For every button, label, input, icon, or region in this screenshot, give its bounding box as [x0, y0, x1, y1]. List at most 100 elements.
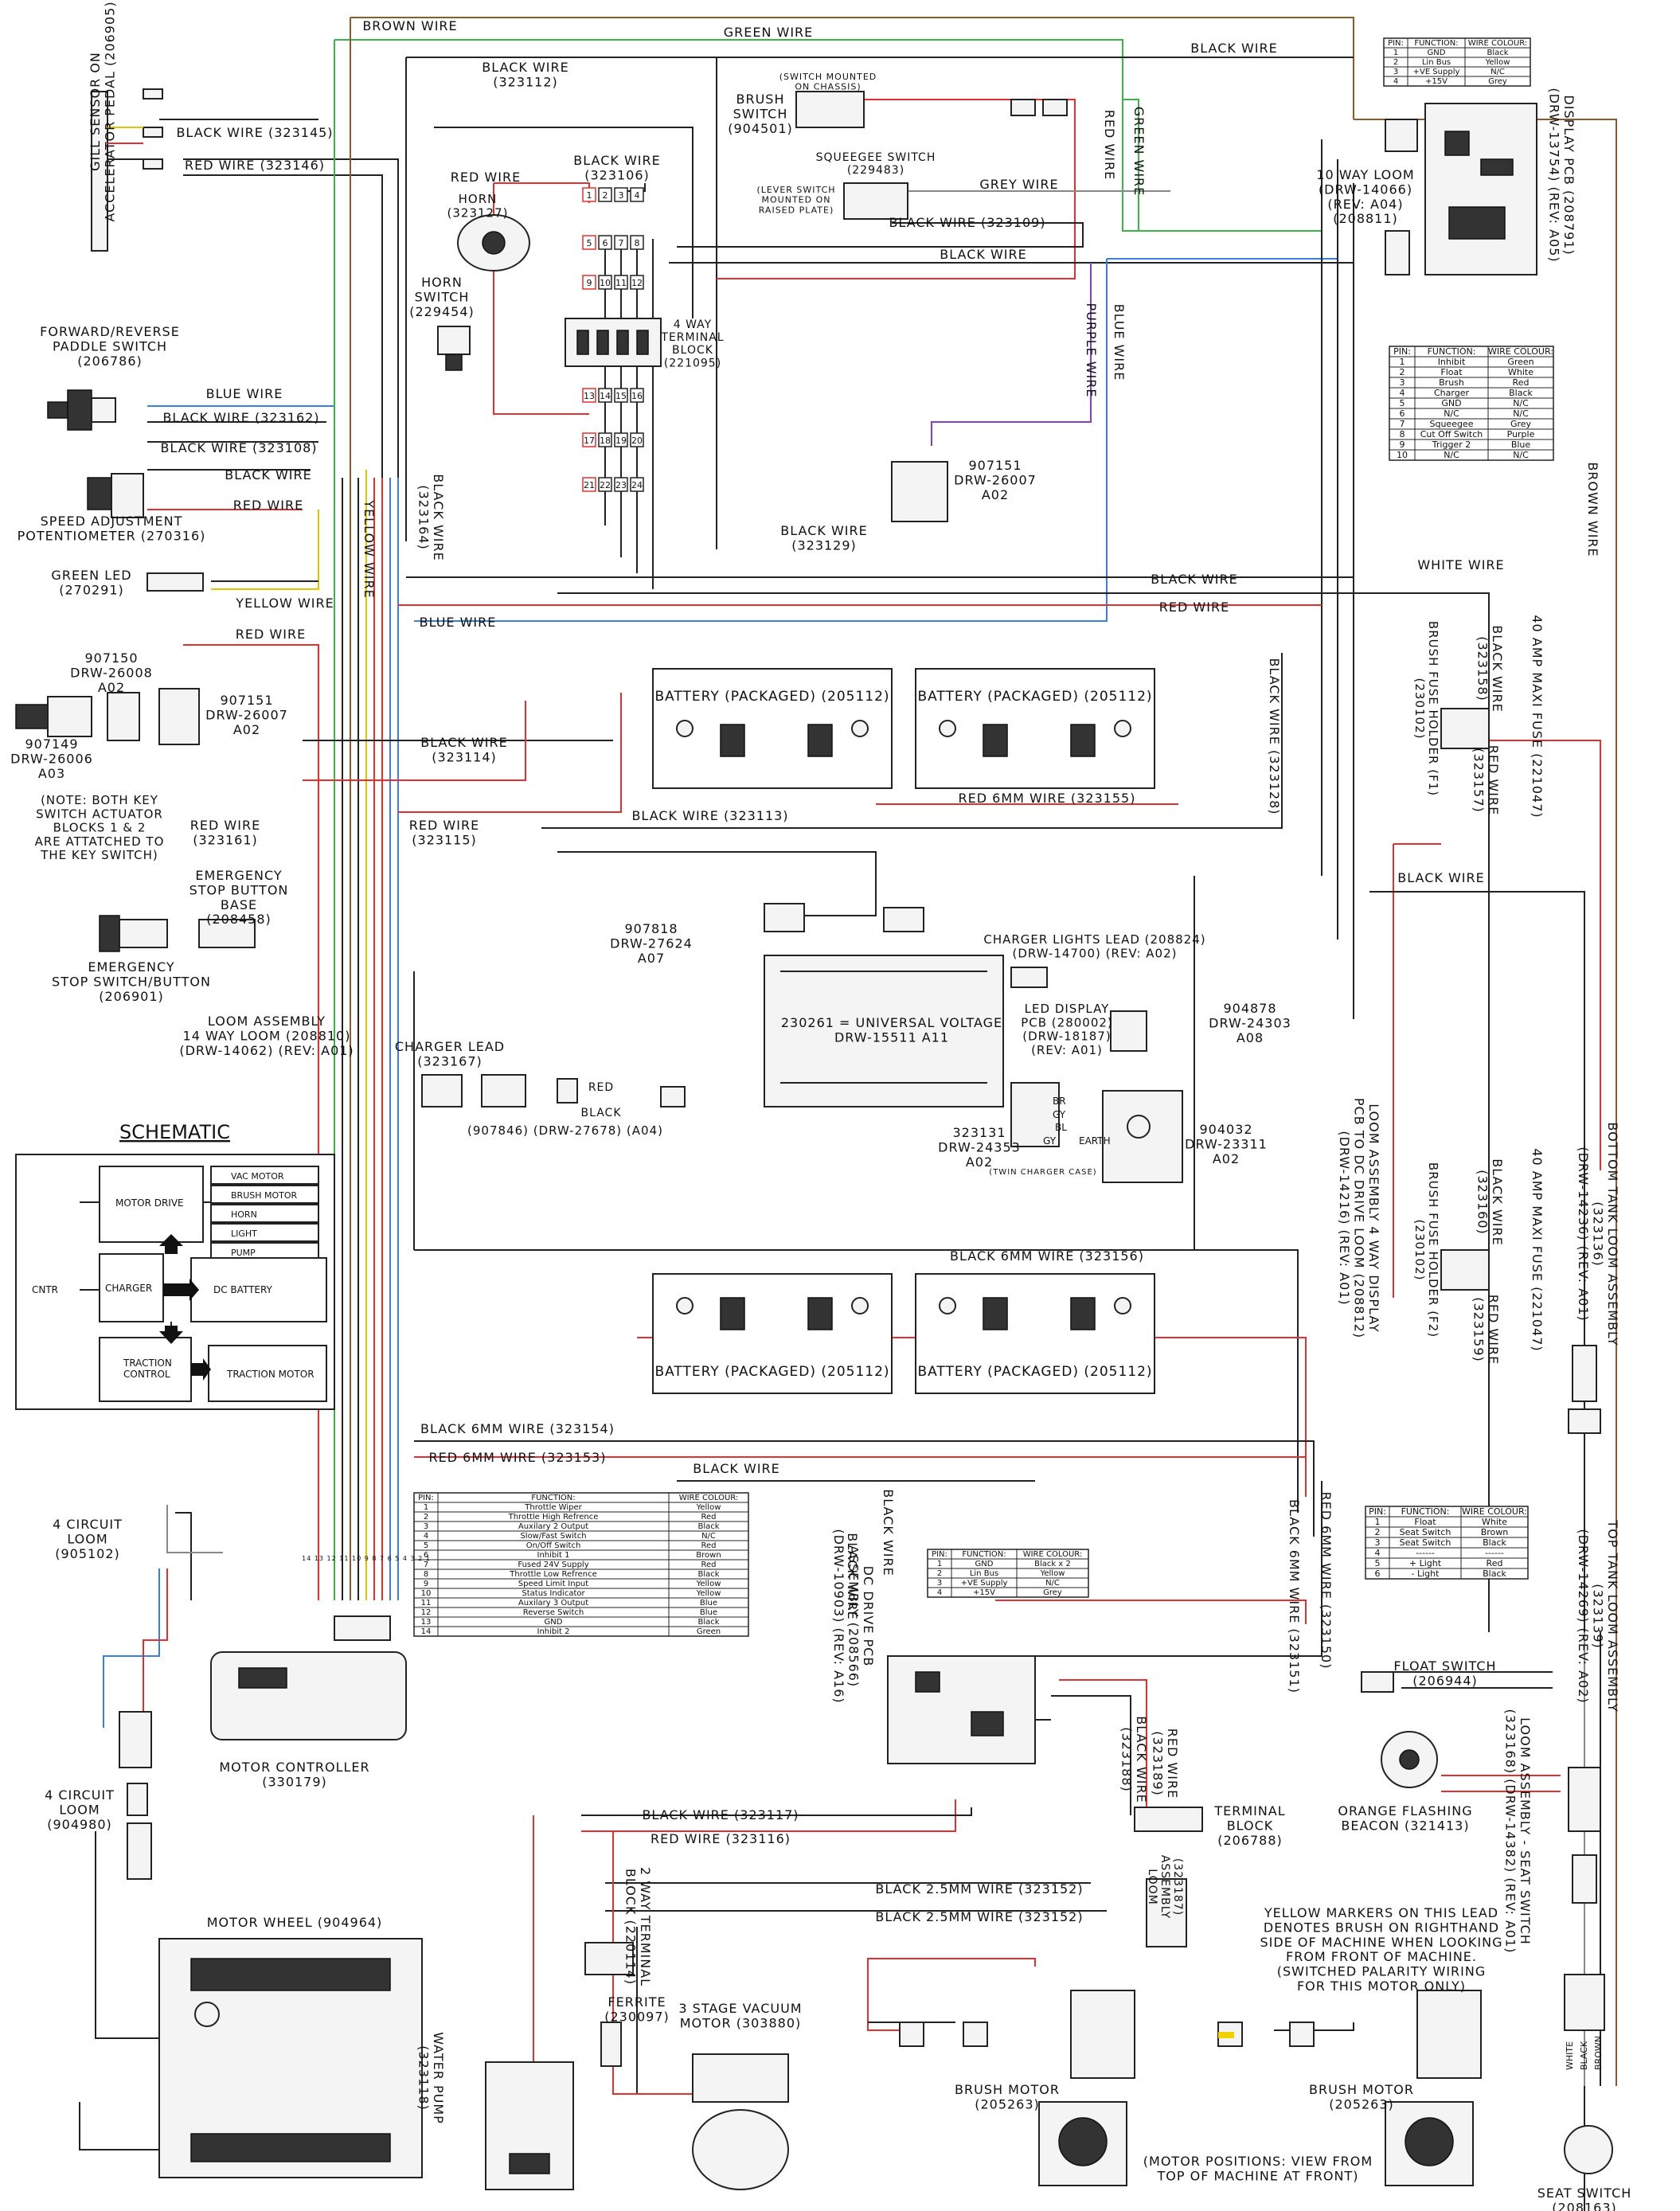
table-cell: Black — [697, 1570, 719, 1579]
wire-label-red-323159: RED WIRE(323159) — [1471, 1295, 1501, 1365]
seat-wire-color: BLACK — [1579, 2041, 1589, 2070]
table-cell: +15V — [1425, 77, 1448, 86]
motor-controller-icon — [210, 1615, 407, 1740]
wire-label-black-25mm-1: BLACK 2.5MM WIRE (323152) — [875, 1881, 1083, 1897]
table-cell: Red — [701, 1561, 717, 1569]
battery-label-bl: BATTERY (PACKAGED) (205112) — [654, 1364, 889, 1380]
top-tank-loom-icon — [1568, 1767, 1601, 1904]
label-water-pump: WATER PUMP(323118) — [416, 2032, 446, 2124]
table-cell: 4 — [1375, 1548, 1381, 1558]
label-brush-fuse-f1: BRUSH FUSE HOLDER (F1)(230102) — [1412, 621, 1440, 796]
schematic-output-box — [210, 1185, 319, 1204]
table-cell: 7 — [424, 1561, 428, 1569]
table-cell: 1 — [937, 1560, 942, 1568]
table-cell: Black — [1509, 388, 1533, 398]
wire-label-black-323188: BLACK WIRE(323188) — [1119, 1716, 1149, 1803]
motor-wheel-icon — [158, 1938, 423, 2178]
table-cell: White — [1482, 1517, 1507, 1527]
table-cell: Yellow — [696, 1503, 721, 1512]
label-green-led: GREEN LED(270291) — [51, 568, 131, 597]
wire-label-black-323129: BLACK WIRE(323129) — [780, 523, 867, 553]
label-terminal-2way: 2 WAY TERMINALBLOCK (220114) — [623, 1867, 653, 1986]
terminal-number-box — [582, 275, 596, 290]
schematic-output-box — [210, 1223, 319, 1242]
terminal-number: 12 — [631, 278, 643, 288]
table-cell: 2 — [424, 1513, 428, 1522]
table-cell: 2 — [1400, 367, 1405, 377]
table-cell: 1 — [424, 1503, 428, 1512]
terminal-number-box — [630, 477, 644, 492]
wire-label-black-323158: BLACK WIRE(323158) — [1475, 625, 1505, 712]
label-display-pcb: DISPLAY PCB (208791)(DRW-13754) (REV: A0… — [1547, 88, 1576, 262]
battery-label-tr: BATTERY (PACKAGED) (205112) — [917, 689, 1152, 705]
wire-label-brown-right: BROWN WIRE — [1585, 462, 1600, 557]
table-cell: Yellow — [1485, 58, 1510, 67]
wire-label-black-323114: BLACK WIRE(323114) — [420, 735, 507, 764]
terminal-number: 17 — [584, 436, 595, 446]
label-loom-4way-display: LOOM ASSEMBLY 4 WAY DISPLAYPCB TO DC DRI… — [1337, 1098, 1381, 1338]
table-cell: 4 — [937, 1588, 942, 1597]
label-charger-lead-parts: (907846) (DRW-27678) (A04) — [467, 1123, 663, 1138]
wire-label-black-bottom: BLACK WIRE — [693, 1461, 779, 1476]
table-cell: Blue — [1511, 439, 1531, 450]
wire-label-black-323113: BLACK WIRE (323113) — [631, 808, 788, 823]
charger-icon — [764, 903, 1004, 1107]
wire-label-blue-paddle: BLUE WIRE — [206, 386, 283, 401]
label-maxi-fuse-2: 40 AMP MAXI FUSE (221047) — [1530, 1148, 1545, 1351]
table-cell: Red — [1487, 1558, 1503, 1568]
terminal-number: 15 — [615, 391, 627, 401]
table-cell: Red — [701, 1541, 717, 1550]
table-cell: Slow/Fast Switch — [520, 1532, 586, 1541]
table-cell: N/C — [1491, 68, 1505, 76]
table-cell: 2 — [1375, 1527, 1381, 1537]
table-cell: Throttle High Refrence — [508, 1513, 599, 1522]
wire-label-blue-vertical: BLUE WIRE — [1112, 304, 1127, 381]
seat-wire-color: BROWN — [1593, 2036, 1604, 2070]
label-brush-fuse-f2: BRUSH FUSE HOLDER (F2)(230102) — [1412, 1162, 1440, 1338]
fuse-holder-f2-icon — [1440, 1249, 1490, 1291]
table-cell: 4 — [1400, 388, 1405, 398]
ferrite-icon — [600, 2022, 622, 2067]
table-cell: N/C — [1513, 398, 1529, 408]
table-cell: N/C — [1444, 408, 1459, 419]
wire-label-brown-top: BROWN WIRE — [362, 18, 457, 33]
label-squeegee: SQUEEGEE SWITCH(229483) — [816, 151, 936, 177]
terminal-number-box — [582, 432, 596, 447]
table-header: PIN: — [418, 1494, 434, 1502]
label-charger-lead: CHARGER LEAD(323167) — [395, 1039, 505, 1068]
terminal-number-box — [614, 432, 628, 447]
terminal-number: 6 — [603, 238, 608, 248]
table-cell: Float — [1414, 1517, 1436, 1527]
wire-label-black-323112: BLACK WIRE(323112) — [482, 60, 568, 89]
table-cell: Blue — [700, 1599, 717, 1607]
table-cell: Yellow — [696, 1580, 721, 1588]
label-brush-motor-left: BRUSH MOTOR(205263) — [955, 2082, 1060, 2111]
brush-motor-connectors-icon — [899, 2022, 1315, 2047]
table-cell: Seat Switch — [1400, 1527, 1451, 1537]
label-brush-motor-right: BRUSH MOTOR(205263) — [1309, 2082, 1414, 2111]
label-seat-switch: SEAT SWITCH(208163) — [1537, 2186, 1632, 2211]
wire-label-red-horn: RED WIRE — [451, 170, 521, 185]
gill-sensor-icon — [91, 88, 163, 252]
terminal-number: 22 — [600, 480, 611, 490]
table-cell: Black — [697, 1522, 719, 1531]
table-cell: 9 — [424, 1580, 428, 1588]
wire-label-yellow-vertical: YELLOW WIRE — [361, 499, 377, 598]
wire-label-black-323162: BLACK WIRE (323162) — [162, 410, 319, 425]
terminal-number: 13 — [584, 391, 595, 401]
wire-label-black-6mm-323156: BLACK 6MM WIRE (323156) — [950, 1248, 1144, 1264]
table-cell: GND — [975, 1560, 994, 1568]
table-header: FUNCTION: — [1414, 39, 1458, 48]
label-loom-sub: (323187)ASSEMBLYLOOM — [1146, 1855, 1184, 1919]
terminal-number-box — [598, 432, 612, 447]
water-pump-icon — [485, 2061, 574, 2190]
